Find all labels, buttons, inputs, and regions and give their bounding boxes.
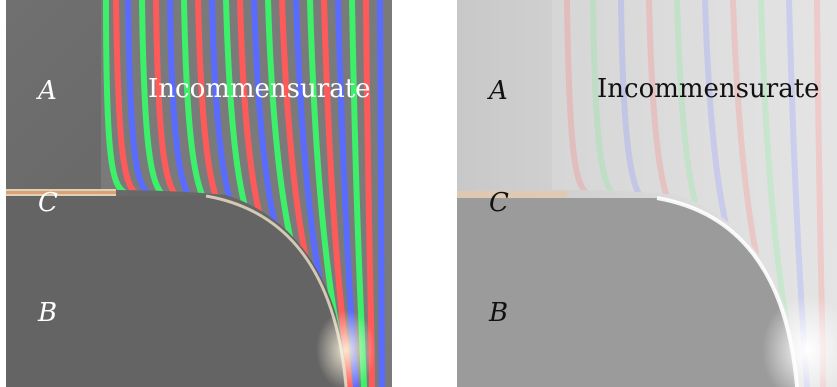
phase-diagram-left: A C B Incommensurate [6, 0, 392, 387]
region-a-label-right: A [489, 76, 508, 106]
phase-diagram-right: A C B Incommensurate [457, 0, 837, 387]
region-a-label-left: A [38, 76, 57, 106]
region-b-label-left: B [38, 298, 58, 328]
region-c-label-right: C [489, 188, 509, 218]
region-c-label-left: C [38, 188, 58, 218]
incommensurate-label-right: Incommensurate [597, 74, 820, 104]
b-region-left [6, 196, 346, 387]
phase-map-left [6, 0, 392, 387]
c-boundary-line-right [457, 191, 567, 199]
phase-map-right [457, 0, 837, 387]
incommensurate-label-left: Incommensurate [148, 74, 371, 104]
region-b-label-right: B [489, 298, 509, 328]
b-region-right [457, 198, 797, 387]
